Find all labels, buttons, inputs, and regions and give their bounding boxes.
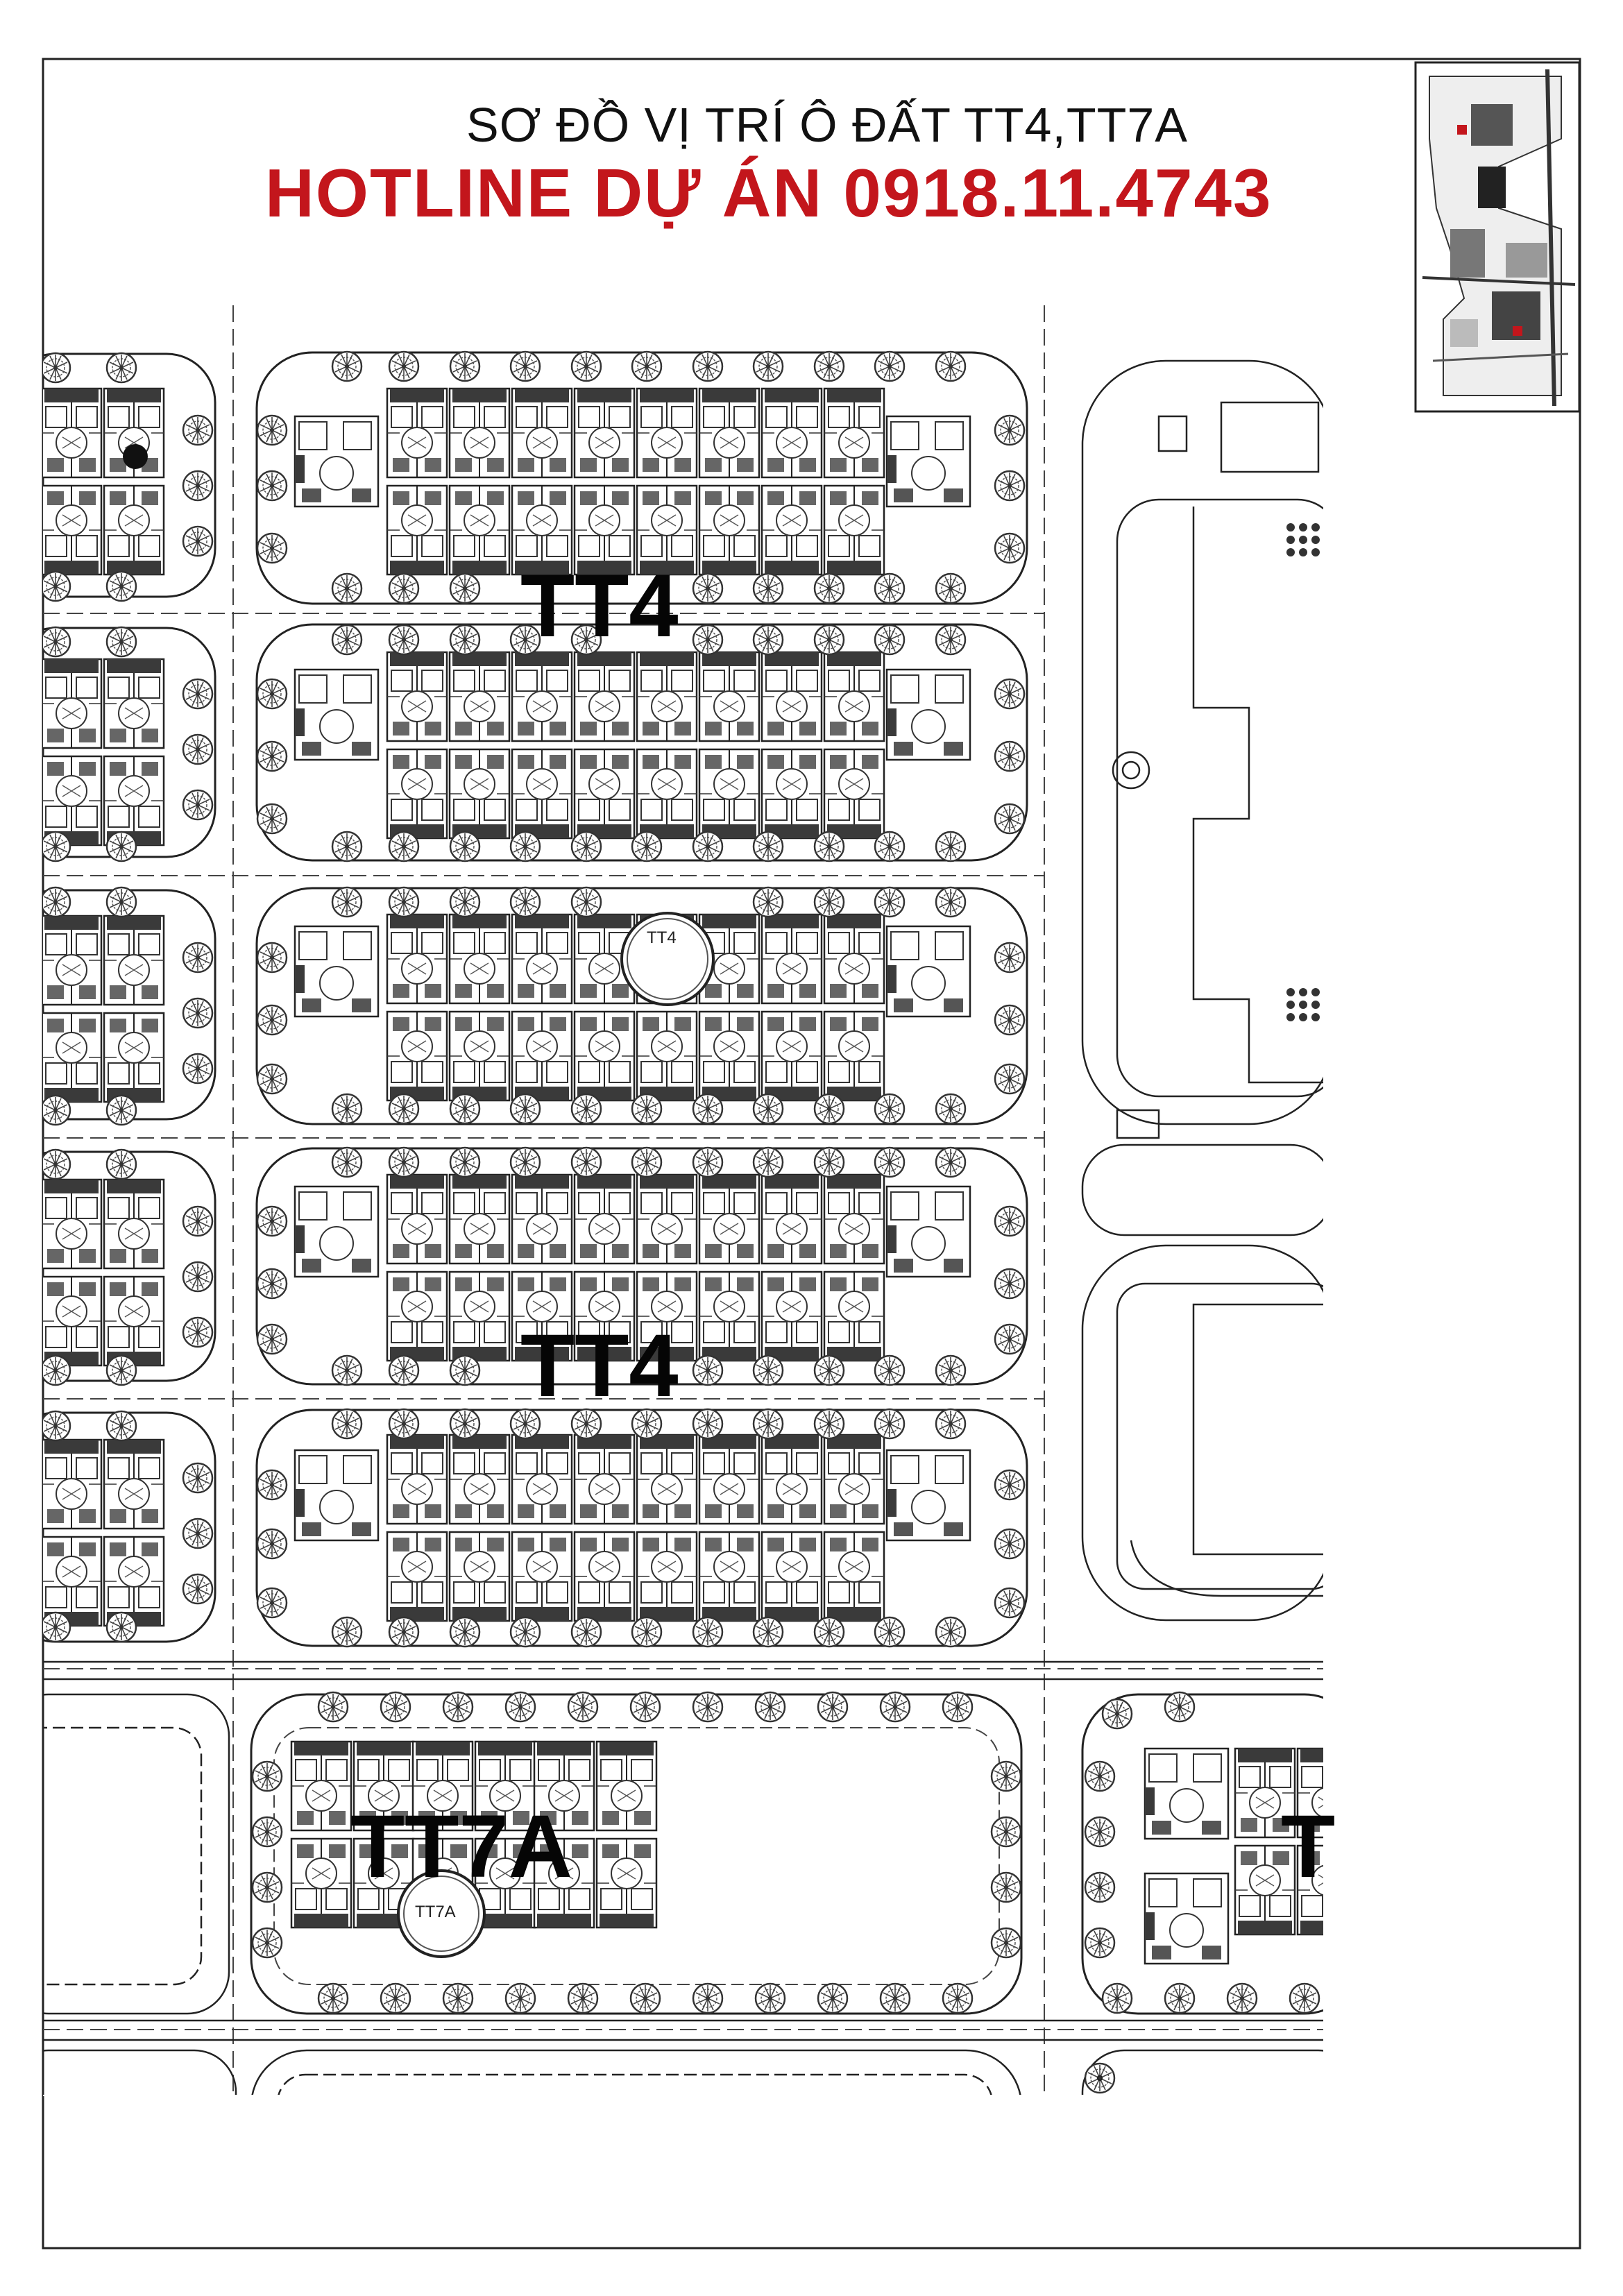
road-centerlines (43, 305, 1323, 2095)
road-edges (43, 1660, 1323, 2041)
plot-label-tt4-middle: TT4 (520, 1316, 679, 1415)
key-plan-inset (1414, 61, 1581, 413)
tt4-blocks (255, 351, 1028, 1647)
tt7a-block (250, 1693, 1023, 2015)
bottom-partial-plots (43, 2049, 1323, 2095)
circle-marker-tt4: TT4 (647, 928, 677, 947)
right-large-plots (1081, 359, 1323, 1622)
circle-marker-tt7a: TT7A (415, 1903, 456, 1921)
site-plan-map (43, 305, 1323, 2095)
page-title: SƠ ĐỒ VỊ TRÍ Ô ĐẤT TT4,TT7A (466, 98, 1188, 152)
hotline-banner: HOTLINE DỰ ÁN 0918.11.4743 (265, 155, 1273, 231)
sheet-border (42, 58, 1581, 2250)
left-lower-plot (43, 1693, 230, 2015)
right-dot-grids (1286, 523, 1320, 1021)
right-lower-block (1081, 1691, 1323, 2015)
plot-label-tt7a: TT7A (350, 1797, 572, 1896)
plot-label-tt4-top: TT4 (520, 556, 679, 656)
plot-label-partial-right: T (1281, 1797, 1336, 1896)
